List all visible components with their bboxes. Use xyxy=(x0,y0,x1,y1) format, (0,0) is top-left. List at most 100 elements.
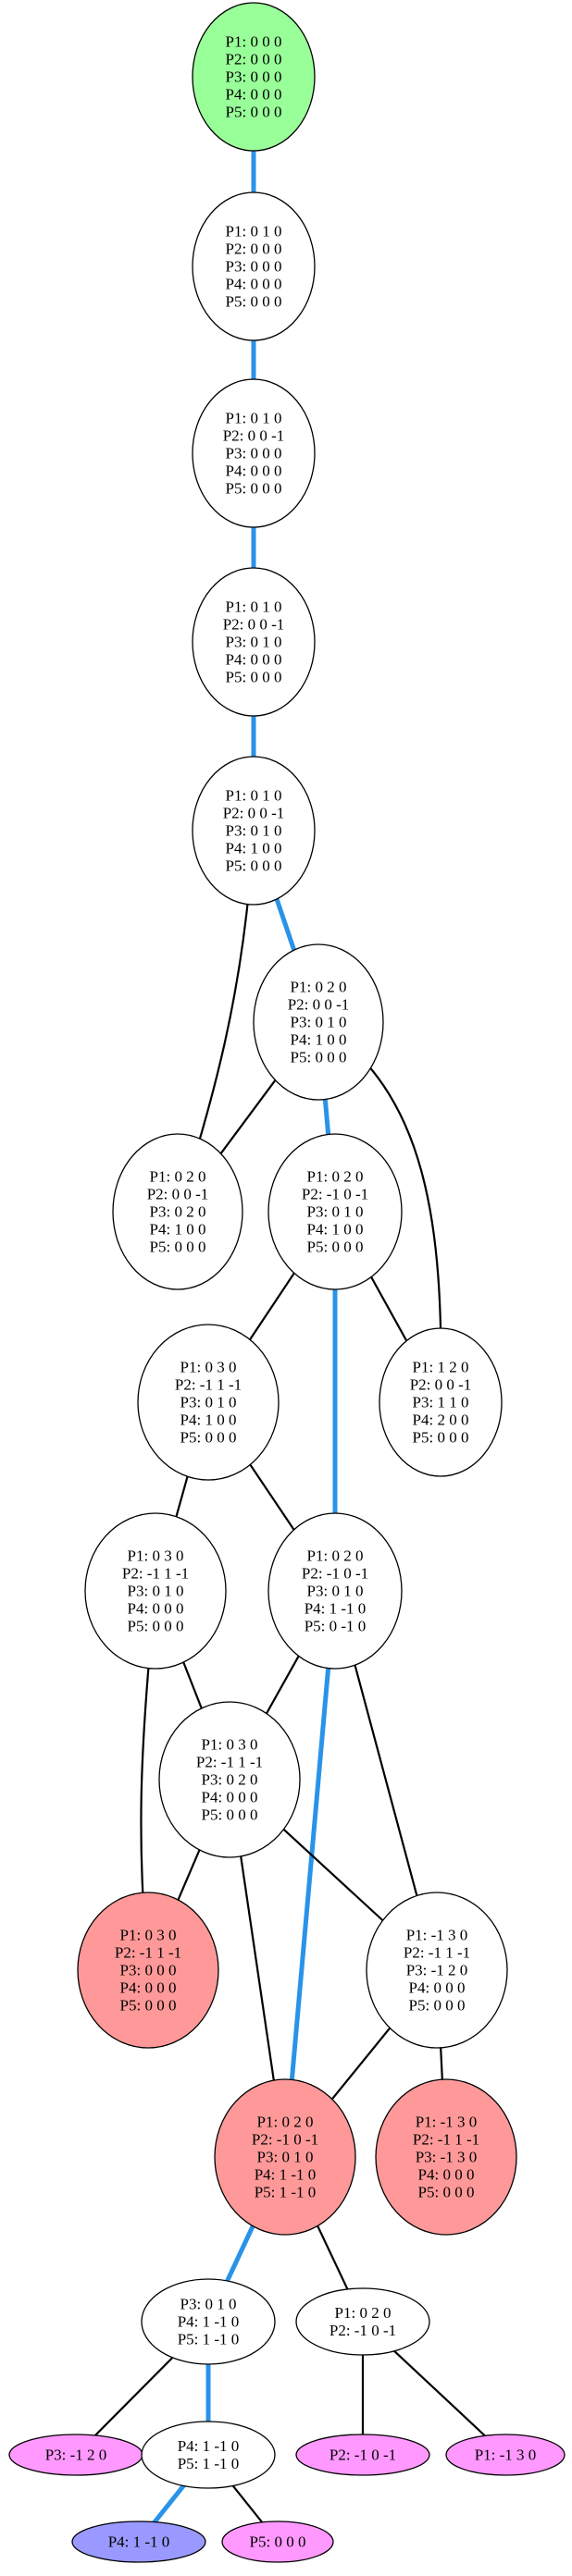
node-label-line: P2: -1 0 -1 xyxy=(252,2131,318,2149)
state-node-n8: P1: 0 2 0P2: -1 0 -1P3: 0 1 0P4: 1 0 0P5… xyxy=(267,1133,403,1290)
state-node-n19: P1: 0 2 0P2: -1 0 -1 xyxy=(295,2287,430,2356)
node-label-line: P5: 0 0 0 xyxy=(150,1239,206,1256)
node-label-line: P3: 0 0 0 xyxy=(226,258,282,276)
node-ellipse xyxy=(77,1892,219,2049)
node-label-line: P4: 0 0 0 xyxy=(128,1600,184,1618)
state-node-n22: P2: -1 0 -1 xyxy=(295,2434,430,2476)
node-label-line: P4: 1 -1 0 xyxy=(108,2533,170,2551)
node-label-line: P4: 1 0 0 xyxy=(180,1411,237,1429)
node-label-line: P2: -1 1 -1 xyxy=(115,1944,181,1962)
node-label-line: P5: 1 -1 0 xyxy=(178,2455,240,2472)
node-label-line: P2: 0 0 -1 xyxy=(410,1376,472,1394)
node-label-line: P4: 1 0 0 xyxy=(226,840,282,857)
node-label-line: P2: 0 0 -1 xyxy=(223,805,285,822)
node-label-line: P3: 0 1 0 xyxy=(180,2296,237,2313)
node-label-line: P4: 2 0 0 xyxy=(413,1411,469,1429)
node-label-line: P4: 0 0 0 xyxy=(226,86,282,104)
node-ellipse xyxy=(192,191,316,341)
node-label-line: P5: 0 0 0 xyxy=(291,1049,347,1066)
node-label-line: P4: 1 -1 0 xyxy=(178,2313,240,2331)
node-ellipse xyxy=(71,2521,206,2563)
node-label-line: P4: 1 0 0 xyxy=(291,1031,347,1049)
node-ellipse xyxy=(192,378,316,528)
node-ellipse xyxy=(158,1701,301,1858)
node-label-line: P1: 0 3 0 xyxy=(120,1927,177,1944)
node-ellipse xyxy=(192,2,316,152)
node-label-line: P5: 0 0 0 xyxy=(128,1618,184,1635)
state-node-n25: P5: 0 0 0 xyxy=(221,2521,334,2563)
node-label-line: P1: -1 3 0 xyxy=(416,2114,478,2131)
node-label-line: P4: 0 0 0 xyxy=(409,1979,466,1997)
node-label-line: P1: -1 3 0 xyxy=(475,2447,537,2464)
state-node-n13: P1: 0 3 0P2: -1 1 -1P3: 0 2 0P4: 0 0 0P5… xyxy=(158,1701,301,1858)
node-label-line: P2: 0 0 -1 xyxy=(147,1186,209,1203)
node-label-line: P4: 0 0 0 xyxy=(202,1789,258,1806)
node-ellipse xyxy=(141,2278,276,2365)
node-label-line: P2: -1 1 -1 xyxy=(196,1754,263,1771)
node-label-line: P2: -1 1 -1 xyxy=(175,1376,242,1394)
node-label-line: P1: 0 2 0 xyxy=(257,2114,314,2131)
highlighted-edge-n12-n16 xyxy=(282,1590,338,2158)
node-ellipse xyxy=(192,756,316,906)
node-label-line: P3: 0 0 0 xyxy=(120,1962,177,1979)
node-ellipse xyxy=(379,1327,503,1477)
state-node-n5: P1: 0 1 0P2: 0 0 -1P3: 0 1 0P4: 1 0 0P5:… xyxy=(192,756,316,906)
state-node-n16: P1: 0 2 0P2: -1 0 -1P3: 0 1 0P4: 1 -1 0P… xyxy=(214,2078,356,2236)
node-ellipse xyxy=(267,1133,403,1290)
node-label-line: P1: 0 2 0 xyxy=(307,1547,364,1565)
node-label-line: P2: 0 0 0 xyxy=(226,51,282,68)
node-label-line: P1: 0 2 0 xyxy=(335,2304,392,2322)
node-label-line: P3: -1 2 0 xyxy=(45,2447,107,2464)
node-label-line: P4: 1 -1 0 xyxy=(178,2437,240,2455)
state-node-n15: P1: -1 3 0P2: -1 1 -1P3: -1 2 0P4: 0 0 0… xyxy=(366,1892,508,2049)
node-ellipse xyxy=(141,2421,276,2489)
node-label-line: P1: 0 2 0 xyxy=(291,979,347,996)
node-label-line: P2: -1 1 -1 xyxy=(413,2131,479,2149)
node-label-line: P4: 0 0 0 xyxy=(226,276,282,293)
node-label-line: P3: 0 1 0 xyxy=(307,1203,364,1221)
node-label-line: P3: 0 1 0 xyxy=(307,1583,364,1600)
state-node-n4: P1: 0 1 0P2: 0 0 -1P3: 0 1 0P4: 0 0 0P5:… xyxy=(192,567,316,717)
nodes-layer: P1: 0 0 0P2: 0 0 0P3: 0 0 0P4: 0 0 0P5: … xyxy=(8,2,566,2563)
node-label-line: P5: 0 0 0 xyxy=(202,1806,258,1824)
node-ellipse xyxy=(366,1892,508,2049)
node-label-line: P4: 0 0 0 xyxy=(226,462,282,480)
node-label-line: P2: 0 0 -1 xyxy=(223,616,285,634)
node-label-line: P2: -1 0 -1 xyxy=(330,2322,396,2339)
node-label-line: P3: 0 0 0 xyxy=(226,445,282,462)
node-label-line: P3: 0 1 0 xyxy=(226,634,282,651)
node-label-line: P3: 0 1 0 xyxy=(180,1394,237,1411)
node-label-line: P5: 0 0 0 xyxy=(409,1997,466,2015)
node-label-line: P5: 0 0 0 xyxy=(307,1239,364,1256)
node-label-line: P1: 1 2 0 xyxy=(413,1359,469,1376)
node-label-line: P5: 0 0 0 xyxy=(226,104,282,121)
node-label-line: P4: 1 -1 0 xyxy=(305,1600,367,1618)
node-label-line: P1: 0 3 0 xyxy=(202,1736,258,1754)
node-label-line: P5: 0 0 0 xyxy=(226,480,282,498)
node-label-line: P3: 0 1 0 xyxy=(257,2149,314,2166)
node-label-line: P3: 0 2 0 xyxy=(202,1771,258,1789)
node-label-line: P3: -1 3 0 xyxy=(416,2149,478,2166)
node-ellipse xyxy=(84,1512,227,1670)
node-label-line: P5: 0 0 0 xyxy=(120,1997,177,2015)
node-label-line: P1: 0 1 0 xyxy=(226,410,282,427)
node-label-line: P5: 0 0 0 xyxy=(250,2533,306,2551)
node-label-line: P5: 0 0 0 xyxy=(226,669,282,686)
node-label-line: P1: 0 3 0 xyxy=(128,1547,184,1565)
state-node-n10: P1: 1 2 0P2: 0 0 -1P3: 1 1 0P4: 2 0 0P5:… xyxy=(379,1327,503,1477)
state-node-n17: P1: -1 3 0P2: -1 1 -1P3: -1 3 0P4: 0 0 0… xyxy=(375,2078,517,2236)
node-ellipse xyxy=(445,2434,566,2476)
state-node-n24: P4: 1 -1 0 xyxy=(71,2521,206,2563)
node-label-line: P2: -1 1 -1 xyxy=(404,1944,470,1962)
node-label-line: P4: 1 -1 0 xyxy=(255,2166,317,2184)
node-label-line: P5: 0 0 0 xyxy=(413,1429,469,1447)
node-label-line: P1: 0 2 0 xyxy=(150,1168,206,1186)
node-label-line: P4: 0 0 0 xyxy=(226,651,282,669)
state-node-n7: P1: 0 2 0P2: 0 0 -1P3: 0 2 0P4: 1 0 0P5:… xyxy=(112,1133,243,1290)
node-label-line: P2: -1 0 -1 xyxy=(330,2447,396,2464)
state-node-n1: P1: 0 0 0P2: 0 0 0P3: 0 0 0P4: 0 0 0P5: … xyxy=(192,2,316,152)
node-ellipse xyxy=(375,2078,517,2236)
node-label-line: P1: 0 0 0 xyxy=(226,33,282,51)
